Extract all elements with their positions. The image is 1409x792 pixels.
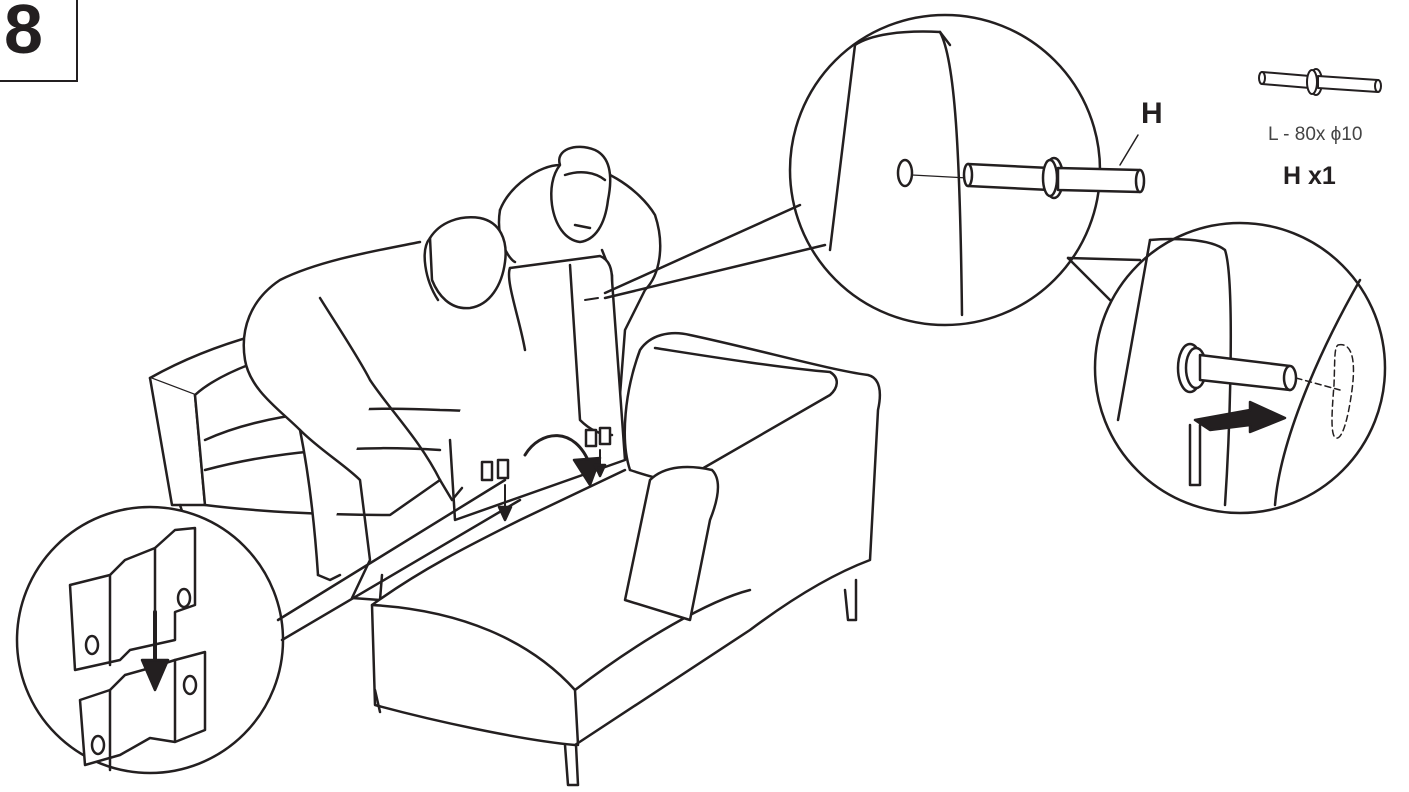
pin-insertion-detail: [605, 15, 1144, 325]
pin-slot-detail: [1068, 223, 1385, 513]
dowel-pin-icon: [1259, 69, 1381, 95]
chaise-section: [372, 333, 880, 785]
